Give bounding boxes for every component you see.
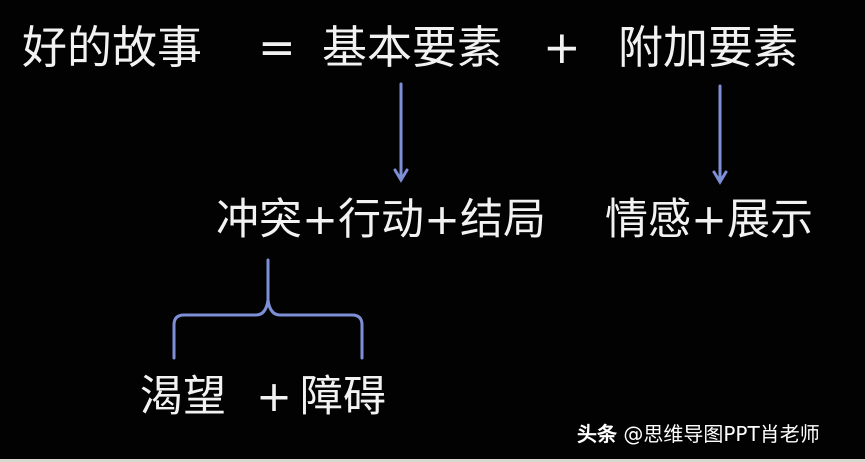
obstacle-label: 障碍 bbox=[300, 372, 386, 422]
watermark-handle: @思维导图PPT肖老师 bbox=[623, 422, 820, 446]
desire-label: 渴望 bbox=[140, 372, 226, 422]
plus-sign-2: + bbox=[256, 372, 293, 422]
arrow-down-icon bbox=[393, 82, 409, 183]
story-label: 好的故事 bbox=[22, 21, 203, 74]
additional-elements-breakdown: 情感+展示 bbox=[605, 195, 814, 245]
bottom-border bbox=[0, 459, 865, 462]
equals-sign: = bbox=[258, 21, 296, 74]
basic-elements-breakdown: 冲突+行动+结局 bbox=[216, 195, 547, 245]
watermark: 头条 @思维导图PPT肖老师 bbox=[577, 420, 820, 448]
arrow-down-icon bbox=[712, 84, 728, 185]
brace-icon bbox=[172, 258, 364, 360]
watermark-brand: 头条 bbox=[577, 422, 617, 446]
basic-elements-label: 基本要素 bbox=[322, 21, 503, 74]
additional-elements-label: 附加要素 bbox=[618, 21, 799, 74]
plus-sign: + bbox=[543, 21, 581, 74]
